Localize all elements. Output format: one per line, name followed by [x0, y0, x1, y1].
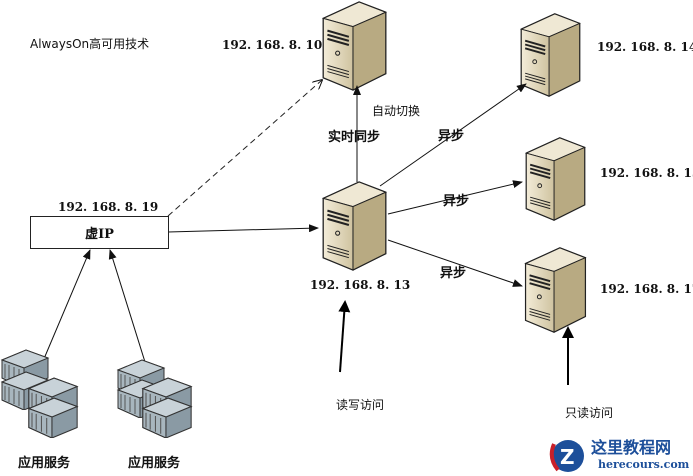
vip-address: 192. 168. 8. 19	[58, 200, 159, 214]
server-192-168-8-17-icon	[524, 246, 587, 334]
watermark-logo: Z 这里教程网 herecours.com	[546, 434, 693, 476]
vip-to-primary-arrow	[167, 224, 319, 233]
async-arrow-15	[387, 180, 523, 215]
logo-url: herecours.com	[598, 458, 690, 471]
failover-dashed-arrow	[167, 80, 322, 217]
async-label-17: 异步	[440, 266, 467, 281]
server-17-ip: 192. 168. 8. 17	[600, 282, 693, 296]
server-13-ip: 192. 168. 8. 13	[310, 278, 411, 292]
read-write-arrow	[338, 300, 351, 373]
logo-z-icon: Z	[549, 440, 584, 472]
server-192-168-8-13-icon	[322, 181, 387, 271]
app-server-label-2: 应用服务	[128, 456, 181, 471]
server-10-ip: 192. 168. 8. 10	[222, 38, 323, 52]
virtual-ip-box: 虚IP	[30, 216, 169, 249]
app-arrow-2	[108, 249, 146, 363]
logo-name: 这里教程网	[591, 438, 672, 457]
auto-failover-label: 自动切换	[372, 104, 421, 118]
app-server-label-1: 应用服务	[18, 456, 71, 471]
read-write-label: 读写访问	[336, 398, 385, 412]
vip-label: 虚IP	[85, 227, 114, 242]
async-arrow-14	[379, 83, 527, 187]
app-server-cluster-1	[1, 349, 78, 438]
async-label-15: 异步	[443, 194, 470, 209]
app-server-cluster-2	[117, 359, 192, 438]
svg-text:Z: Z	[560, 445, 575, 469]
diagram-title: AlwaysOn高可用技术	[30, 37, 150, 51]
server-192-168-8-15-icon	[525, 136, 586, 222]
async-label-14: 异步	[438, 129, 465, 144]
server-14-ip: 192. 168. 8. 14	[597, 40, 693, 54]
async-arrow-17	[387, 239, 523, 287]
server-192-168-8-10-icon	[322, 1, 387, 91]
server-15-ip: 192. 168. 8. 15	[600, 166, 693, 180]
server-192-168-8-14-icon	[520, 12, 581, 98]
realtime-sync-label: 实时同步	[328, 130, 381, 145]
read-only-label: 只读访问	[565, 406, 614, 420]
